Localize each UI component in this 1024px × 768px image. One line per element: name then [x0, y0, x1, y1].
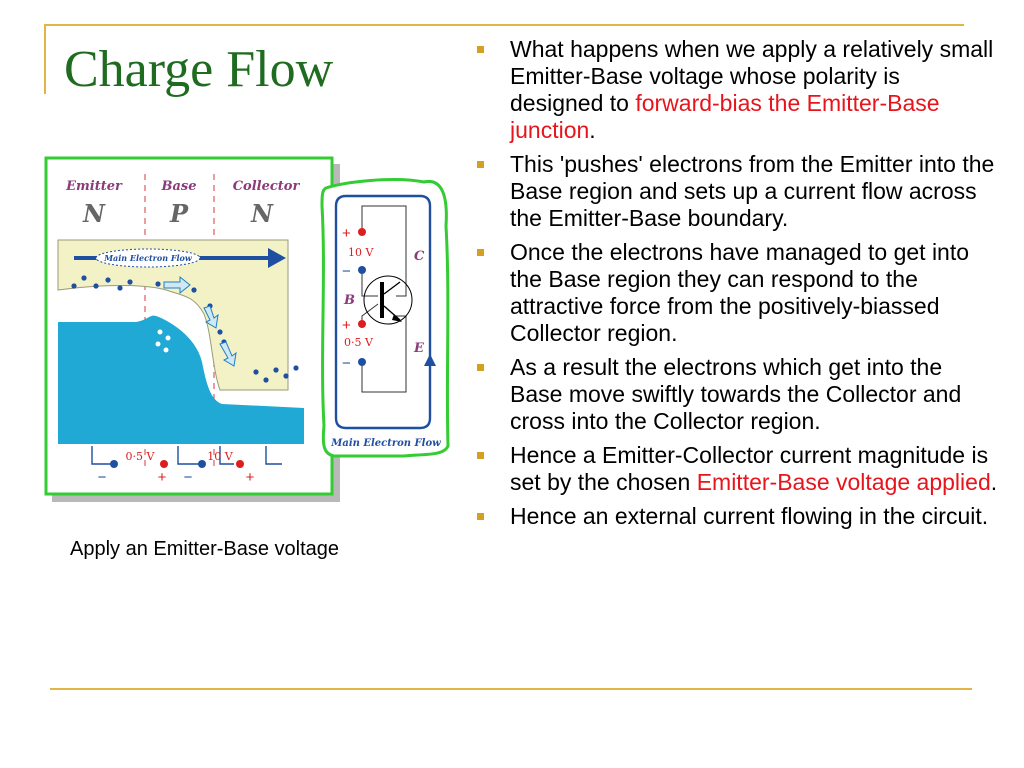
drift-arrow-icon	[219, 341, 237, 367]
region-type-emitter: N	[82, 199, 106, 228]
slide-title: Charge Flow	[64, 41, 334, 98]
emitter-terminal-label: E	[413, 341, 425, 356]
transistor-collector	[383, 281, 401, 295]
emitter-base-voltage: 0·5 V	[126, 450, 156, 463]
bullet-square-icon	[477, 513, 484, 520]
collector-terminal-label: C	[414, 249, 425, 264]
bullet-item: Hence an external current flowing in the…	[470, 503, 998, 530]
terminal-dot	[236, 460, 244, 468]
region-type-base: P	[169, 199, 189, 228]
terminal-dot	[358, 320, 366, 328]
highlight-text: Emitter-Base voltage applied	[696, 469, 991, 495]
region-label-collector: Collector	[233, 179, 301, 194]
circuit-panel	[320, 178, 450, 458]
bullet-item: Hence a Emitter-Collector current magnit…	[470, 442, 998, 496]
flow-label: Main Electron Flow	[103, 253, 193, 263]
flow-arrow-head	[268, 248, 286, 268]
minus-sign: −	[98, 469, 107, 486]
minus-sign: −	[342, 263, 351, 280]
transistor-diagram: Emitter Base Collector N P N Main Electr…	[44, 156, 452, 508]
highlight-text: forward-bias the Emitter-Base junction	[510, 90, 940, 143]
plus-sign: +	[246, 469, 255, 486]
plus-sign: +	[158, 469, 167, 486]
region-label-emitter: Emitter	[65, 179, 123, 194]
circuit-flow-label: Main Electron Flow	[330, 438, 441, 449]
bias-wires	[91, 446, 282, 465]
transistor-circle	[363, 275, 413, 325]
bottom-rule	[50, 688, 972, 690]
bullet-square-icon	[477, 46, 484, 53]
hole-dots	[155, 329, 171, 353]
minus-sign: −	[342, 355, 351, 372]
bullet-item: What happens when we apply a relatively …	[470, 36, 998, 144]
region-label-base: Base	[160, 179, 196, 194]
loop-arrow-icon	[424, 354, 436, 366]
bullet-square-icon	[477, 452, 484, 459]
collector-voltage: 10 V	[207, 450, 233, 463]
valence-band	[58, 315, 304, 444]
terminal-dot	[358, 358, 366, 366]
bullet-square-icon	[477, 364, 484, 371]
terminal-dot	[110, 460, 118, 468]
bullet-item: This 'pushes' electrons from the Emitter…	[470, 151, 998, 232]
drift-arrow-icon	[163, 275, 191, 295]
bullet-list: What happens when we apply a relatively …	[470, 36, 998, 537]
circuit-wires	[361, 205, 407, 393]
region-type-collector: N	[250, 199, 274, 228]
plus-sign: +	[342, 225, 351, 242]
left-rule	[44, 24, 46, 94]
bullet-square-icon	[477, 249, 484, 256]
top-rule	[44, 24, 964, 26]
current-loop	[334, 194, 432, 430]
circuit-top-voltage: 10 V	[348, 246, 374, 259]
terminal-dot	[160, 460, 168, 468]
flow-label-bubble	[95, 248, 201, 268]
plus-sign: +	[342, 317, 351, 334]
emitter-arrow-icon	[392, 314, 402, 322]
diagram-caption: Apply an Emitter-Base voltage	[70, 538, 340, 560]
bullet-item: Once the electrons have managed to get i…	[470, 239, 998, 347]
minus-sign: −	[184, 469, 193, 486]
base-terminal-label: B	[343, 293, 355, 308]
terminal-dot	[358, 228, 366, 236]
terminal-dot	[198, 460, 206, 468]
circuit-bottom-voltage: 0·5 V	[344, 336, 374, 349]
bullet-square-icon	[477, 161, 484, 168]
bullet-item: As a result the electrons which get into…	[470, 354, 998, 435]
drift-arrow-icon	[203, 305, 219, 329]
terminal-dot	[358, 266, 366, 274]
